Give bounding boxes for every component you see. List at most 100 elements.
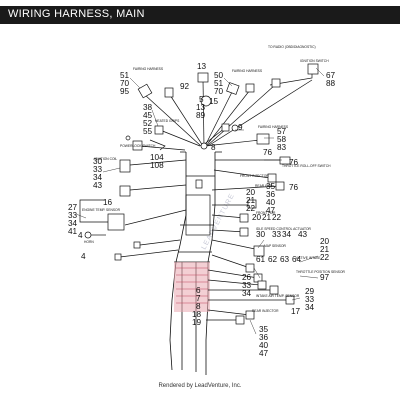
callout-33e: 33: [305, 295, 315, 304]
callout-8: 8: [211, 143, 216, 152]
label-powerlock: POWERLOCK SWITCH: [120, 144, 156, 148]
connectors: [107, 63, 319, 325]
footer-credit: Rendered by LeadVenture, Inc.: [158, 383, 242, 389]
callout-83: 83: [277, 143, 287, 152]
harness-sleeve: [174, 262, 210, 312]
label-idle-speed: IDLE SPEED CONTROL ACTUATOR: [256, 227, 312, 231]
callout-45: 45: [143, 111, 153, 120]
callout-51b: 51: [214, 79, 224, 88]
label-ignition-switch: IGNITION SWITCH: [300, 59, 329, 63]
label-fairing-harness-left: FAIRING HARNESS: [133, 67, 164, 71]
callout-33b: 33: [68, 211, 78, 220]
callout-97: 97: [320, 273, 330, 282]
callout-30b: 30: [256, 230, 266, 239]
callout-33c: 33: [272, 230, 282, 239]
callout-27: 27: [68, 203, 78, 212]
callout-8b: 8: [196, 302, 201, 311]
label-fairing-harness-right: FAIRING HARNESS: [232, 69, 263, 73]
label-engine-temp: ENGINE TEMP. SENSOR: [82, 208, 121, 212]
callout-21a: 21: [246, 196, 256, 205]
callout-36b: 36: [259, 333, 269, 342]
label-map-sensor: MAP SENSOR: [264, 244, 287, 248]
callout-88: 88: [326, 79, 336, 88]
callout-57: 57: [277, 127, 287, 136]
label-intake-air: INTAKE AIR TEMP. SENSOR: [256, 294, 300, 298]
label-front-injector: FRONT INJECTOR: [240, 174, 269, 178]
callout-19: 19: [192, 318, 202, 327]
label-ignition-coil: IGNITION COIL: [94, 157, 117, 161]
callout-22a: 22: [246, 204, 256, 213]
leader-lines: [75, 67, 325, 335]
callout-29: 29: [305, 287, 315, 296]
left-sensors: [79, 135, 166, 239]
callout-4a: 4: [78, 231, 83, 240]
callout-43b: 43: [298, 230, 308, 239]
callout-21b: 21: [262, 213, 272, 222]
callout-34e: 34: [305, 303, 315, 312]
callout-55: 55: [143, 127, 153, 136]
callout-34a: 34: [93, 173, 103, 182]
callout-13b: 13: [196, 103, 206, 112]
label-active-intake: ACTIVE INTAKE: [296, 256, 321, 260]
callout-22b: 22: [272, 213, 282, 222]
grommets: [200, 95, 239, 150]
callout-18: 18: [192, 310, 202, 319]
callout-89: 89: [196, 111, 206, 120]
watermark-text: LEADVENTURE: [201, 192, 237, 251]
callout-20b: 20: [252, 213, 262, 222]
label-rear-injector: REAR INJECTOR: [252, 309, 279, 313]
callout-22c: 22: [320, 253, 330, 262]
callout-76c: 76: [289, 183, 299, 192]
callouts: 13 92 5 13 89 15 51 70 95 50 51 70 67 88…: [68, 62, 336, 358]
label-throttle-roll: THROTTLE ROLL-OFF SWITCH: [282, 164, 331, 168]
callout-40b: 40: [259, 341, 269, 350]
callout-67: 67: [326, 71, 336, 80]
callout-20c: 20: [320, 237, 330, 246]
callout-92: 92: [180, 82, 190, 91]
callout-70: 70: [120, 79, 130, 88]
callout-70b: 70: [214, 87, 224, 96]
upper-branches: [119, 70, 313, 321]
callout-13: 13: [197, 62, 207, 71]
label-horn: HORN: [84, 240, 94, 244]
callout-15: 15: [209, 97, 219, 106]
callout-34b: 34: [68, 219, 78, 228]
callout-7: 7: [196, 294, 201, 303]
callout-30a: 30: [93, 157, 103, 166]
callout-62: 62: [268, 255, 278, 264]
callout-47a: 47: [266, 206, 276, 215]
callout-35b: 35: [259, 325, 269, 334]
callout-26: 26: [242, 273, 252, 282]
callout-58: 58: [277, 135, 287, 144]
page-title: WIRING HARNESS, MAIN: [8, 8, 145, 20]
label-fairing-harness-mid: FAIRING HARNESS: [258, 125, 289, 129]
callout-4b: 4: [81, 252, 86, 261]
callout-108: 108: [150, 161, 164, 170]
label-heated-grips: HEATED GRIPS: [155, 119, 180, 123]
callout-17: 17: [291, 307, 301, 316]
callout-34d: 34: [242, 289, 252, 298]
callout-76a: 76: [263, 148, 273, 157]
junction-block: [195, 179, 203, 189]
callout-64: 64: [292, 255, 302, 264]
label-rear-hcr: REAR HCR: [255, 184, 273, 188]
callout-52: 52: [143, 119, 153, 128]
callout-104: 104: [150, 153, 164, 162]
callout-76b: 76: [289, 158, 299, 167]
callout-38: 38: [143, 103, 153, 112]
callout-51: 51: [120, 71, 130, 80]
label-front-hcr: FRONT HCR: [256, 211, 276, 215]
callout-47b: 47: [259, 349, 269, 358]
callout-50: 50: [214, 71, 224, 80]
callout-9: 9: [238, 123, 243, 132]
callout-21c: 21: [320, 245, 330, 254]
callout-33a: 33: [93, 165, 103, 174]
callout-20a: 20: [246, 188, 256, 197]
callout-63: 63: [280, 255, 290, 264]
callout-35a: 35: [266, 182, 276, 191]
callout-61: 61: [256, 255, 266, 264]
header-bar: WIRING HARNESS, MAIN: [0, 6, 400, 24]
callout-36a: 36: [266, 190, 276, 199]
callout-43a: 43: [93, 181, 103, 190]
